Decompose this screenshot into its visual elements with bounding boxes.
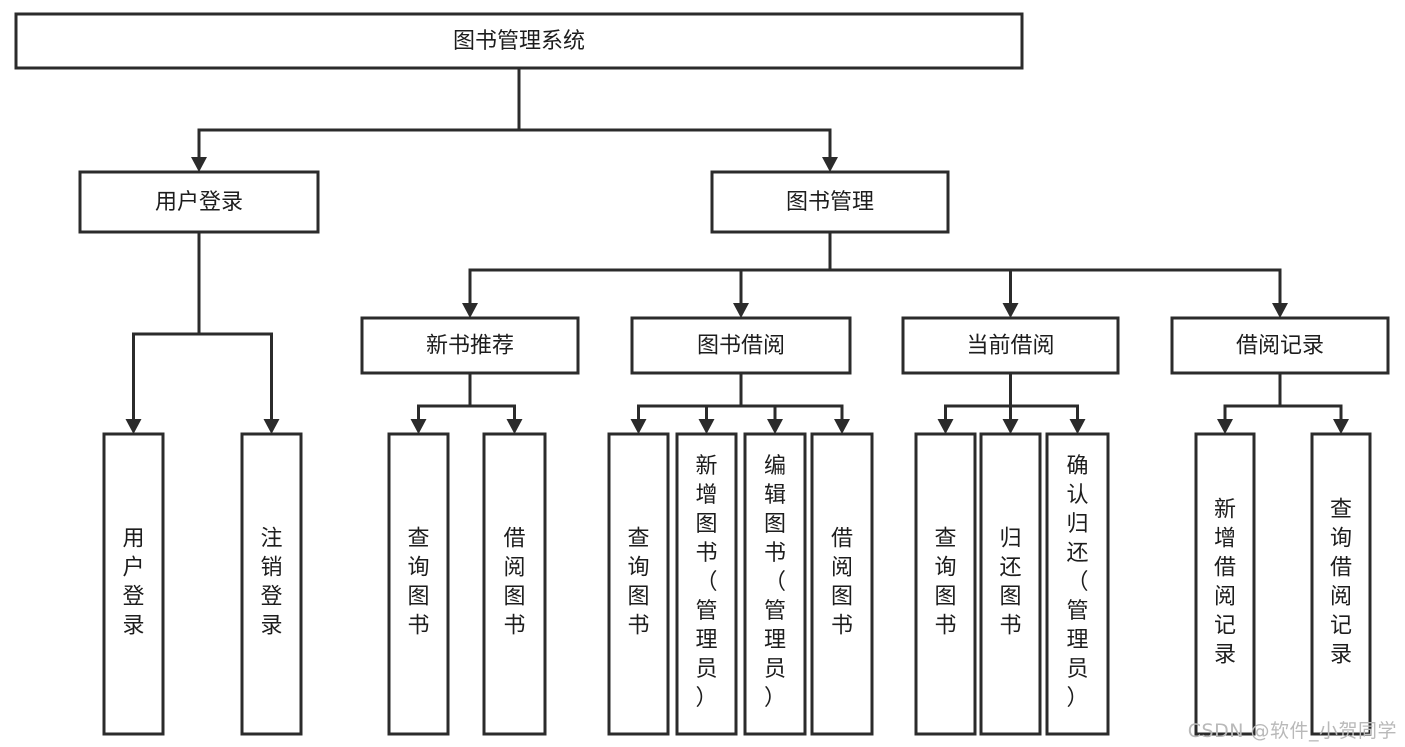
node-box	[1194, 432, 1256, 736]
node-box	[979, 432, 1042, 736]
node-box	[1310, 432, 1372, 736]
node-login[interactable]: 用户登录	[78, 170, 320, 234]
node-box	[360, 316, 580, 375]
node-label: 图书管理	[786, 190, 874, 215]
node-leaf-user-logout[interactable]: 注销登录	[240, 432, 303, 736]
connector-records-to-leaf-add-record	[1217, 373, 1282, 434]
node-label: 新增图书（管理员）	[695, 454, 717, 711]
node-leaf-query-book-1[interactable]: 查询图书	[387, 432, 450, 736]
node-label: 查询借阅记录	[1330, 498, 1352, 668]
node-newbook[interactable]: 新书推荐	[360, 316, 580, 375]
node-label: 归还图书	[999, 527, 1021, 639]
connector-newbook-to-leaf-query-book-1	[410, 373, 472, 434]
node-box	[1170, 316, 1390, 375]
node-label: 借阅记录	[1236, 334, 1324, 359]
node-layer: 图书管理系统用户登录图书管理新书推荐图书借阅当前借阅借阅记录用户登录注销登录查询…	[14, 12, 1390, 736]
node-leaf-user-login[interactable]: 用户登录	[102, 432, 165, 736]
node-borrow[interactable]: 图书借阅	[630, 316, 852, 375]
node-leaf-add-book[interactable]: 新增图书（管理员）	[675, 432, 738, 736]
node-label: 新书推荐	[426, 334, 514, 359]
node-box	[482, 432, 547, 736]
node-box	[102, 432, 165, 736]
node-label: 注销登录	[260, 527, 282, 639]
node-current[interactable]: 当前借阅	[901, 316, 1120, 375]
connector-bookmgmt-to-records	[828, 232, 1288, 318]
node-leaf-edit-book[interactable]: 编辑图书（管理员）	[743, 432, 807, 736]
node-box	[675, 432, 738, 736]
node-box	[743, 432, 807, 736]
node-box	[901, 316, 1120, 375]
node-box	[1045, 432, 1110, 736]
node-records[interactable]: 借阅记录	[1170, 316, 1390, 375]
node-label: 用户登录	[155, 190, 243, 215]
node-box	[810, 432, 874, 736]
node-label: 查询图书	[934, 527, 956, 639]
connector-current-to-leaf-confirm-return	[1009, 373, 1086, 434]
connector-bookmgmt-to-newbook	[462, 232, 832, 318]
node-box	[240, 432, 303, 736]
node-box	[710, 170, 950, 234]
node-box	[607, 432, 670, 736]
connector-records-to-leaf-query-record	[1278, 373, 1349, 434]
node-leaf-query-record[interactable]: 查询借阅记录	[1310, 432, 1372, 736]
node-label: 用户登录	[122, 527, 144, 639]
node-label: 编辑图书（管理员）	[764, 454, 786, 711]
connector-root-to-bookmgmt	[517, 68, 838, 172]
node-leaf-return-book[interactable]: 归还图书	[979, 432, 1042, 736]
node-label: 图书借阅	[697, 334, 785, 359]
connector-borrow-to-leaf-edit-book	[739, 373, 783, 434]
connector-bookmgmt-to-borrow	[733, 232, 832, 318]
connector-borrow-to-leaf-borrow-book-2	[739, 373, 850, 434]
connector-newbook-to-leaf-borrow-book-1	[468, 373, 523, 434]
node-label: 当前借阅	[966, 334, 1054, 359]
node-box	[387, 432, 450, 736]
node-label: 查询图书	[407, 527, 429, 639]
node-leaf-query-book-3[interactable]: 查询图书	[914, 432, 977, 736]
node-label: 查询图书	[627, 527, 649, 639]
connector-login-to-leaf-user-logout	[197, 232, 280, 434]
node-label: 新增借阅记录	[1214, 498, 1236, 668]
connector-layer	[125, 68, 1349, 434]
node-leaf-borrow-book-2[interactable]: 借阅图书	[810, 432, 874, 736]
node-bookmgmt[interactable]: 图书管理	[710, 170, 950, 234]
connector-borrow-to-leaf-query-book-2	[630, 373, 743, 434]
node-box	[914, 432, 977, 736]
connector-login-to-leaf-user-login	[125, 232, 201, 434]
node-label: 借阅图书	[831, 527, 853, 639]
node-leaf-borrow-book-1[interactable]: 借阅图书	[482, 432, 547, 736]
node-box	[630, 316, 852, 375]
node-label: 确认归还（管理员）	[1066, 454, 1088, 711]
connector-root-to-login	[191, 68, 521, 172]
connector-borrow-to-leaf-add-book	[698, 373, 743, 434]
node-box	[14, 12, 1024, 70]
node-leaf-query-book-2[interactable]: 查询图书	[607, 432, 670, 736]
node-box	[78, 170, 320, 234]
node-root[interactable]: 图书管理系统	[14, 12, 1024, 70]
connector-bookmgmt-to-current	[828, 232, 1019, 318]
connector-current-to-leaf-query-book-3	[937, 373, 1012, 434]
node-label: 借阅图书	[503, 527, 525, 639]
node-leaf-add-record[interactable]: 新增借阅记录	[1194, 432, 1256, 736]
node-leaf-confirm-return[interactable]: 确认归还（管理员）	[1045, 432, 1110, 736]
node-label: 图书管理系统	[453, 29, 585, 54]
